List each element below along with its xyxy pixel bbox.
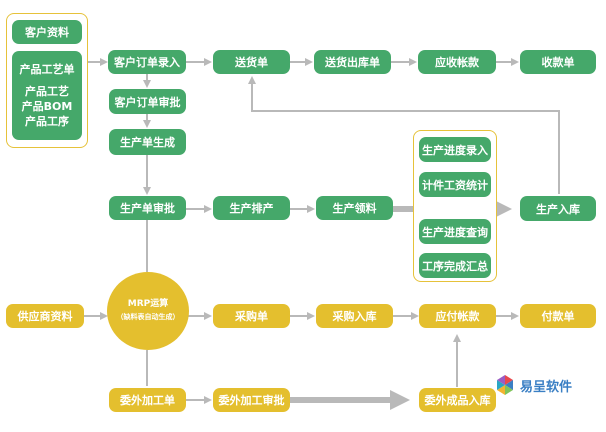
node-scheduling[interactable]: 生产排产 — [213, 196, 290, 220]
mrp-title: MRP运算 — [127, 299, 169, 309]
process-item: 产品工序 — [25, 115, 69, 128]
node-prod-review[interactable]: 生产单审批 — [109, 196, 186, 220]
node-supplier-data[interactable]: 供应商资料 — [6, 304, 84, 328]
node-mrp[interactable]: MRP运算 （缺料表自动生成） — [107, 272, 189, 350]
node-outsource[interactable]: 委外加工单 — [109, 388, 186, 412]
node-process-sheet[interactable]: 产品工艺单 产品工艺 产品BOM 产品工序 — [12, 51, 82, 140]
node-order-review[interactable]: 客户订单审批 — [109, 89, 186, 114]
logo-icon — [497, 375, 513, 395]
arrow-storage-to-delivery — [248, 76, 560, 194]
node-order-entry[interactable]: 客户订单录入 — [108, 50, 186, 74]
process-item: 产品BOM — [21, 100, 73, 113]
node-prod-storage[interactable]: 生产入库 — [520, 196, 596, 221]
node-purchase-in[interactable]: 采购入库 — [316, 304, 393, 328]
node-customer-data[interactable]: 客户资料 — [12, 20, 82, 44]
node-purchase[interactable]: 采购单 — [213, 304, 290, 328]
node-receipt[interactable]: 收款单 — [520, 50, 596, 74]
brand-logo: 易呈软件 — [494, 374, 572, 396]
node-delivery-out[interactable]: 送货出库单 — [314, 50, 391, 74]
node-delivery[interactable]: 送货单 — [213, 50, 290, 74]
node-piece-wage[interactable]: 计件工资统计 — [419, 172, 491, 197]
logo-text: 易呈软件 — [520, 379, 573, 395]
node-material-pick[interactable]: 生产领料 — [316, 196, 393, 220]
process-item: 产品工艺 — [25, 85, 69, 98]
node-progress-entry[interactable]: 生产进度录入 — [419, 137, 491, 162]
node-payment[interactable]: 付款单 — [520, 304, 596, 328]
node-outsource-in[interactable]: 委外成品入库 — [419, 388, 496, 412]
node-outsource-review[interactable]: 委外加工审批 — [213, 388, 290, 412]
node-progress-query[interactable]: 生产进度查询 — [419, 219, 491, 244]
node-receivable[interactable]: 应收帐款 — [418, 50, 496, 74]
node-payable[interactable]: 应付帐款 — [419, 304, 496, 328]
process-sheet-title: 产品工艺单 — [19, 63, 75, 76]
node-prod-create[interactable]: 生产单生成 — [109, 129, 186, 155]
mrp-subtitle: （缺料表自动生成） — [116, 313, 180, 321]
node-process-summary[interactable]: 工序完成汇总 — [419, 253, 491, 278]
